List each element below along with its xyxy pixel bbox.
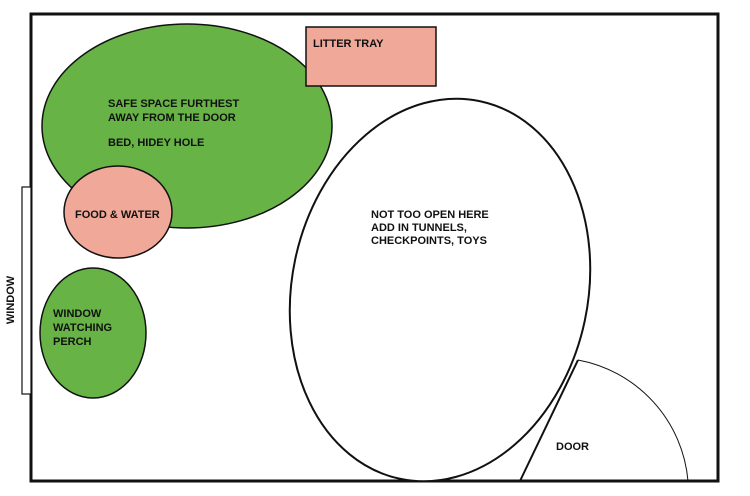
safe-space-label-line3: BED, HIDEY HOLE (108, 137, 204, 149)
window (21, 186, 32, 395)
window-perch-zone (39, 267, 147, 399)
food-water-zone (63, 165, 173, 259)
safe-space-label-line1: SAFE SPACE FURTHEST (108, 98, 239, 110)
window-label: WINDOW (5, 275, 17, 324)
litter-tray-label: LITTER TRAY (313, 38, 384, 50)
litter-tray-zone (305, 26, 437, 87)
door-swing-arc (577, 359, 689, 482)
door-leaf (519, 359, 579, 482)
window-perch-label-line3: PERCH (53, 336, 92, 348)
open-area-zone (288, 97, 592, 483)
door-label: DOOR (556, 441, 589, 453)
open-area-label-line2: ADD IN TUNNELS, (371, 222, 467, 234)
food-water-label: FOOD & WATER (75, 209, 160, 221)
safe-space-label-line2: AWAY FROM THE DOOR (108, 112, 236, 124)
window-perch-label-line1: WINDOW (53, 308, 102, 320)
open-area-label-line1: NOT TOO OPEN HERE (371, 209, 489, 221)
open-area-label-line3: CHECKPOINTS, TOYS (371, 235, 487, 247)
window-perch-label-line2: WATCHING (53, 322, 112, 334)
